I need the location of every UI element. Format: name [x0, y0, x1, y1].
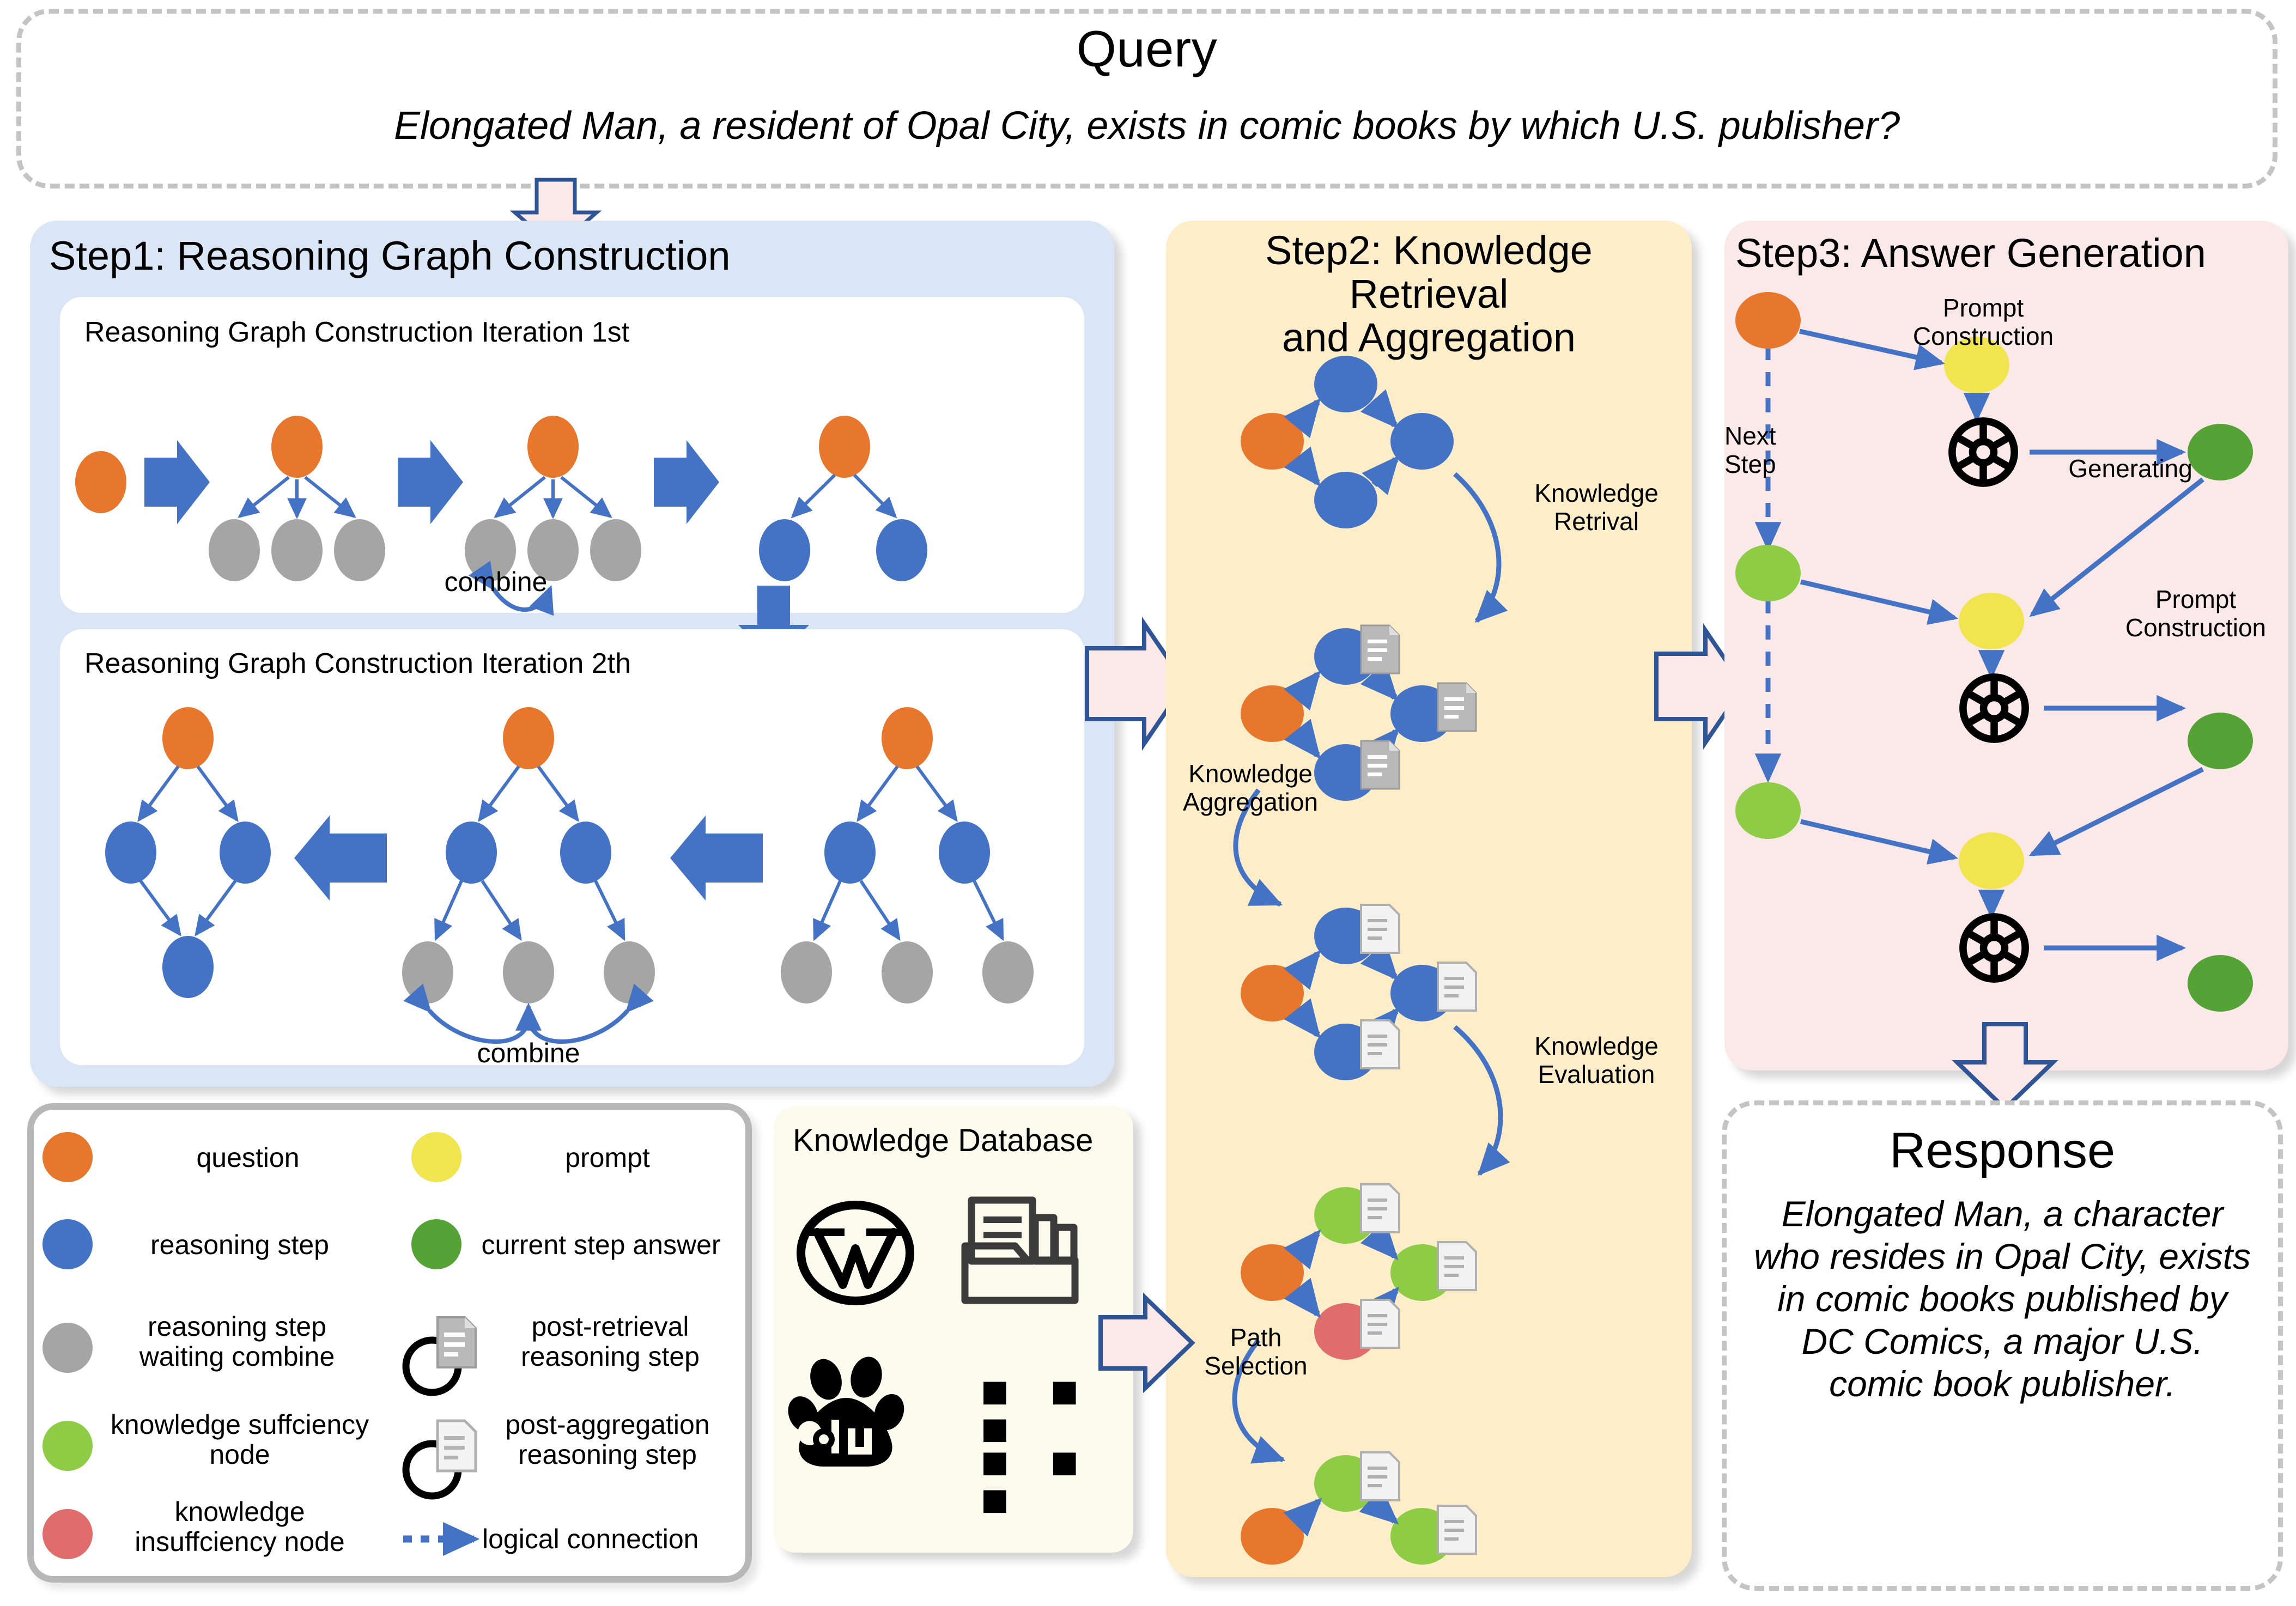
- query-title: Query: [1076, 20, 1218, 77]
- knowledge-database-ellipsis-2: ■ ■ ■: [981, 1436, 1093, 1526]
- evaluation-line2: Evaluation: [1538, 1060, 1655, 1088]
- pc1-line1: Prompt: [1942, 294, 2024, 322]
- step1-iteration2-label: Reasoning Graph Construction Iteration 2…: [84, 648, 631, 679]
- step2-edge-label-retrieval: Knowledge Retrival: [1501, 479, 1692, 536]
- legend-label-sufficiency: knowledge suffciency node: [93, 1410, 387, 1470]
- legend-label-post-retrieval: post-retrieval reasoning step: [493, 1312, 727, 1372]
- legend-swatch-sufficiency: [42, 1421, 93, 1471]
- legend-post-aggregation-line1: post-aggregation: [505, 1409, 710, 1440]
- step3-label-next-step: Next Step: [1724, 422, 1833, 478]
- wikipedia-icon: [797, 1201, 914, 1305]
- response-title: Response: [1889, 1123, 2116, 1178]
- pc1-line2: Construction: [1912, 321, 2054, 350]
- llm-icon-2: [1959, 673, 2029, 743]
- step2-edge-label-path-selection: Path Selection: [1177, 1323, 1335, 1380]
- legend-icon-logical-connection: [403, 1522, 480, 1556]
- legend-insufficiency-line2: insuffciency node: [135, 1526, 345, 1557]
- step3-title: Step3: Answer Generation: [1735, 230, 2206, 276]
- response-box: [1722, 1100, 2283, 1591]
- legend-post-retrieval-line1: post-retrieval: [531, 1311, 689, 1342]
- llm-icon-3: [1959, 913, 2029, 983]
- step2-graph: [1232, 356, 1510, 1565]
- step1-iteration1-label: Reasoning Graph Construction Iteration 1…: [84, 317, 630, 348]
- step1-iteration1-graph: [75, 416, 927, 616]
- step3-label-generating: Generating: [2068, 454, 2192, 483]
- step2-title-line3: and Aggregation: [1281, 314, 1576, 360]
- legend-swatch-waiting-combine: [42, 1323, 93, 1373]
- legend-label-post-aggregation: post-aggregation reasoning step: [488, 1410, 727, 1470]
- legend-icon-post-retrieval: [402, 1316, 477, 1396]
- legend-swatch-prompt: [411, 1132, 461, 1182]
- legend-swatch-current-step-answer: [411, 1219, 461, 1269]
- step2-title-line1: Step2: Knowledge: [1265, 228, 1593, 273]
- arrow-step3-to-response: [1952, 1022, 2058, 1112]
- llm-icon-1: [1948, 417, 2018, 487]
- knowledge-database-panel: [774, 1106, 1133, 1553]
- legend-swatch-insufficiency: [42, 1509, 93, 1559]
- legend-label-question: question: [196, 1142, 300, 1173]
- archive-icon: [961, 1196, 1079, 1304]
- step2-edge-label-aggregation: Knowledge Aggregation: [1161, 759, 1340, 816]
- step2-title-line2: Retrieval: [1349, 271, 1509, 317]
- path-line2: Selection: [1204, 1351, 1308, 1380]
- response-text: Elongated Man, a character who resides i…: [1753, 1194, 2251, 1404]
- legend-label-waiting-combine: reasoning step waiting combine: [109, 1312, 365, 1372]
- next-step-line2: Step: [1724, 449, 1776, 478]
- legend-label-insufficiency: knowledge insuffciency node: [104, 1497, 376, 1557]
- step1-iteration2-graph: [105, 707, 1034, 1044]
- step1-combine-label-2: combine: [477, 1038, 580, 1068]
- retrieval-line2: Retrival: [1554, 507, 1639, 536]
- query-box: [16, 9, 2277, 188]
- retrieval-line1: Knowledge: [1534, 479, 1659, 507]
- knowledge-database-title: Knowledge Database: [793, 1123, 1094, 1158]
- step1-combine-label-1: combine: [444, 567, 548, 597]
- knowledge-database-ellipsis-1: ■ ■ ■: [981, 1365, 1093, 1455]
- legend-label-reasoning-step: reasoning step: [150, 1230, 329, 1260]
- pc2-line1: Prompt: [2155, 585, 2237, 613]
- arrow-kdb-to-step2: [1098, 1292, 1195, 1394]
- legend-label-current-step-answer: current step answer: [481, 1230, 721, 1260]
- step3-label-prompt-construction-2: Prompt Construction: [2103, 585, 2288, 642]
- legend-waiting-combine-line2: waiting combine: [139, 1341, 335, 1372]
- query-text: Elongated Man, a resident of Opal City, …: [394, 104, 1900, 148]
- legend-swatch-reasoning-step: [42, 1219, 93, 1269]
- path-line1: Path: [1230, 1323, 1282, 1352]
- legend-label-prompt: prompt: [565, 1142, 650, 1173]
- step2-title: Step2: Knowledge Retrieval and Aggregati…: [1171, 229, 1686, 360]
- aggregation-line2: Aggregation: [1182, 787, 1319, 816]
- legend-swatch-question: [42, 1132, 93, 1182]
- arrow-step1-to-step2: [1085, 617, 1188, 751]
- legend-waiting-combine-line1: reasoning step: [147, 1311, 326, 1342]
- legend-post-retrieval-line2: reasoning step: [520, 1341, 700, 1372]
- legend-sufficiency-line2: node: [209, 1439, 270, 1470]
- legend-panel: [27, 1103, 752, 1583]
- pc2-line2: Construction: [2125, 613, 2267, 642]
- step3-label-prompt-construction-1: Prompt Construction: [1874, 294, 2092, 350]
- aggregation-line1: Knowledge: [1188, 759, 1313, 788]
- next-step-line1: Next: [1724, 422, 1776, 450]
- legend-post-aggregation-line2: reasoning step: [518, 1439, 697, 1470]
- legend-label-logical-connection: logical connection: [482, 1524, 699, 1554]
- evaluation-line1: Knowledge: [1534, 1032, 1659, 1060]
- step2-edge-label-evaluation: Knowledge Evaluation: [1501, 1032, 1692, 1088]
- legend-icon-post-aggregation: [402, 1419, 477, 1500]
- baidu-icon: [788, 1356, 904, 1467]
- step3-graph: [1735, 292, 2253, 1012]
- legend-sufficiency-line1: knowledge suffciency: [110, 1409, 369, 1440]
- legend-insufficiency-line1: knowledge: [174, 1496, 305, 1527]
- step1-title: Step1: Reasoning Graph Construction: [49, 233, 731, 278]
